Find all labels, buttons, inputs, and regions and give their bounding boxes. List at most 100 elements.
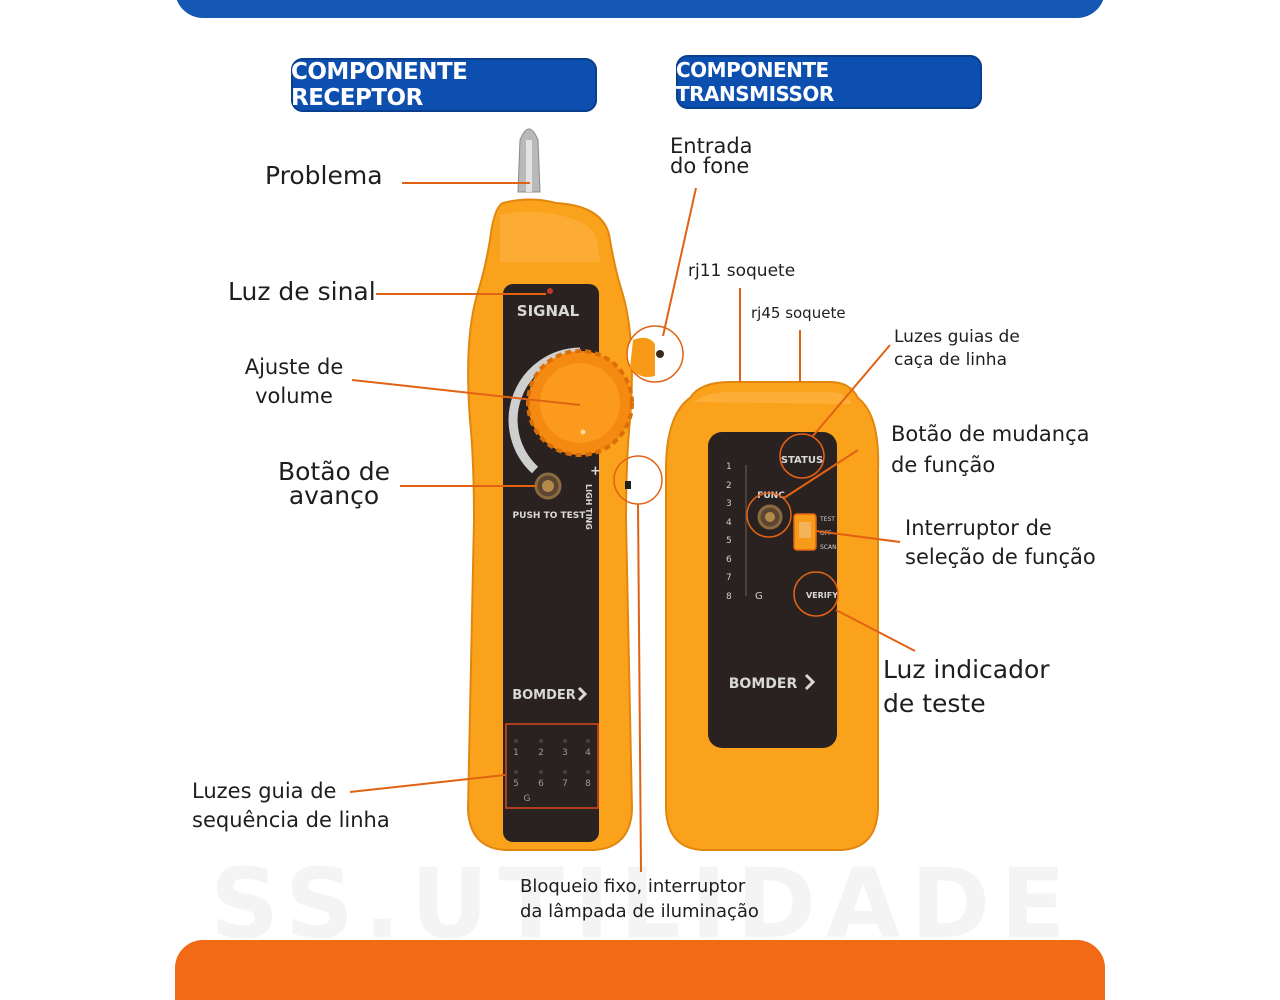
label-entrada-fone: Entrada do fone xyxy=(670,134,753,178)
transmitter-led-labels: 1 2 3 4 5 6 7 8 G xyxy=(726,462,763,602)
label-bloqueio-line2: da lâmpada de iluminação xyxy=(520,901,759,922)
line-fone xyxy=(662,187,697,337)
receiver-brand-chevron-icon xyxy=(577,686,588,702)
plus-sign: + xyxy=(590,464,601,479)
tx-ground: G xyxy=(755,591,763,602)
line-luzes-sequencia xyxy=(349,774,506,793)
line-volume xyxy=(351,379,581,406)
label-ajuste-volume-line2: volume xyxy=(255,384,333,408)
receiver-body-highlight xyxy=(500,211,600,262)
verify-text: VERIFY xyxy=(806,591,838,600)
label-botao-avanco: Botão de avanço xyxy=(274,457,394,510)
line-interruptor xyxy=(815,530,901,543)
receiver-leds xyxy=(514,739,590,774)
tx-led-1: 1 xyxy=(726,462,732,472)
label-luz-teste: Luz indicador de teste xyxy=(883,653,1050,721)
switch-off-label: OFF xyxy=(820,530,832,537)
volume-knob-marker xyxy=(580,429,586,435)
led-label-ground: G xyxy=(524,794,531,804)
status-text: STATUS xyxy=(781,455,823,466)
led-label-5: 5 xyxy=(513,779,519,789)
label-luzes-caca: Luzes guias de caça de linha xyxy=(894,326,1020,372)
headphone-jack-hole xyxy=(656,350,664,358)
label-interruptor: Interruptor de seleção de função xyxy=(905,514,1096,572)
label-rj45: rj45 soquete xyxy=(751,304,846,322)
label-luz-teste-line1: Luz indicador xyxy=(883,655,1050,684)
led-label-7: 7 xyxy=(562,779,568,789)
leader-lines xyxy=(349,182,916,873)
led-label-6: 6 xyxy=(538,779,544,789)
label-luzes-sequencia-line1: Luzes guia de xyxy=(192,779,337,803)
label-ajuste-volume: Ajuste de volume xyxy=(238,353,350,411)
switch-scan-label: SCAN xyxy=(820,544,837,551)
func-callout xyxy=(746,492,792,538)
switch-labels: TEST OFF SCAN xyxy=(819,516,837,551)
label-botao-avanco-line2: avanço xyxy=(288,481,380,510)
func-text: FUNC xyxy=(757,491,785,501)
label-bloqueio-line1: Bloqueio fixo, interruptor xyxy=(520,876,746,897)
led-label-1: 1 xyxy=(513,748,519,758)
label-luzes-caca-line2: caça de linha xyxy=(894,350,1007,370)
switch-test-label: TEST xyxy=(819,516,835,523)
led-label-3: 3 xyxy=(562,748,568,758)
verify-callout xyxy=(793,571,839,617)
transmitter-top-highlight xyxy=(694,392,852,404)
line-luzes-caca xyxy=(811,344,891,438)
transmitter-heading: COMPONENTE TRANSMISSOR xyxy=(676,55,982,109)
label-problema: Problema xyxy=(265,161,383,190)
transmitter-brand-chevron-icon xyxy=(804,673,816,691)
volume-knob-center xyxy=(540,363,620,443)
light-switch[interactable] xyxy=(625,481,631,489)
led-label-2: 2 xyxy=(538,748,544,758)
tx-led-6: 6 xyxy=(726,555,732,565)
label-luzes-sequencia: Luzes guia de sequência de linha xyxy=(192,777,390,835)
signal-led xyxy=(547,288,553,294)
line-bloqueio xyxy=(637,503,642,873)
push-button-center xyxy=(542,480,554,492)
label-entrada-fone-line1: Entrada xyxy=(670,134,753,158)
label-interruptor-line1: Interruptor de xyxy=(905,516,1052,540)
transmitter-panel xyxy=(708,432,837,748)
transmitter-device: 1 2 3 4 5 6 7 8 G STATUS FUNC TEST OFF S… xyxy=(665,381,880,851)
label-entrada-fone-line2: do fone xyxy=(670,154,750,178)
device-illustration: SIGNAL PUSH TO TEST + LIGH TING BOMDER 1… xyxy=(349,128,916,873)
status-callout xyxy=(779,433,825,479)
top-banner-bar xyxy=(175,0,1105,18)
line-botao-funcao xyxy=(783,449,859,499)
label-bloqueio: Bloqueio fixo, interruptor da lâmpada de… xyxy=(520,874,759,924)
label-luz-teste-line2: de teste xyxy=(883,689,986,718)
label-interruptor-line2: seleção de função xyxy=(905,545,1096,569)
label-luzes-caca-line1: Luzes guias de xyxy=(894,327,1020,347)
headphone-jack-body xyxy=(630,337,655,377)
tx-led-3: 3 xyxy=(726,499,732,509)
signal-text: SIGNAL xyxy=(517,302,580,320)
tx-led-7: 7 xyxy=(726,573,732,583)
label-luzes-sequencia-line2: sequência de linha xyxy=(192,808,390,832)
tx-led-4: 4 xyxy=(726,518,732,528)
led-label-8: 8 xyxy=(585,779,591,789)
lighting-text: LIGH TING xyxy=(584,484,593,530)
transmitter-brand-text: BOMDER xyxy=(729,676,798,692)
label-botao-funcao: Botão de mudança de função xyxy=(891,419,1090,481)
receiver-led-grid xyxy=(505,723,599,809)
led-label-4: 4 xyxy=(585,748,591,758)
tx-led-5: 5 xyxy=(726,536,732,546)
bottom-banner-bar xyxy=(175,940,1105,1000)
probe-tip-highlight xyxy=(526,140,532,192)
func-button-center xyxy=(765,512,775,522)
tx-led-2: 2 xyxy=(726,481,732,491)
label-rj11: rj11 soquete xyxy=(688,261,796,281)
label-botao-funcao-line2: de função xyxy=(891,453,996,477)
receiver-device: SIGNAL PUSH TO TEST + LIGH TING BOMDER 1… xyxy=(466,128,684,851)
label-botao-avanco-line1: Botão de xyxy=(277,457,391,486)
tx-led-8: 8 xyxy=(726,592,732,602)
receiver-heading: COMPONENTE RECEPTOR xyxy=(291,58,597,112)
label-botao-funcao-line1: Botão de mudança xyxy=(891,422,1090,446)
receiver-brand-text: BOMDER xyxy=(512,688,576,703)
function-selector-knob xyxy=(799,522,811,538)
receiver-led-labels: 1 2 3 4 5 6 7 8 G xyxy=(513,748,591,804)
label-ajuste-volume-line1: Ajuste de xyxy=(244,355,344,379)
label-luz-sinal: Luz de sinal xyxy=(228,277,376,306)
push-to-test-text: PUSH TO TEST xyxy=(513,511,587,521)
line-luz-teste xyxy=(835,609,916,652)
